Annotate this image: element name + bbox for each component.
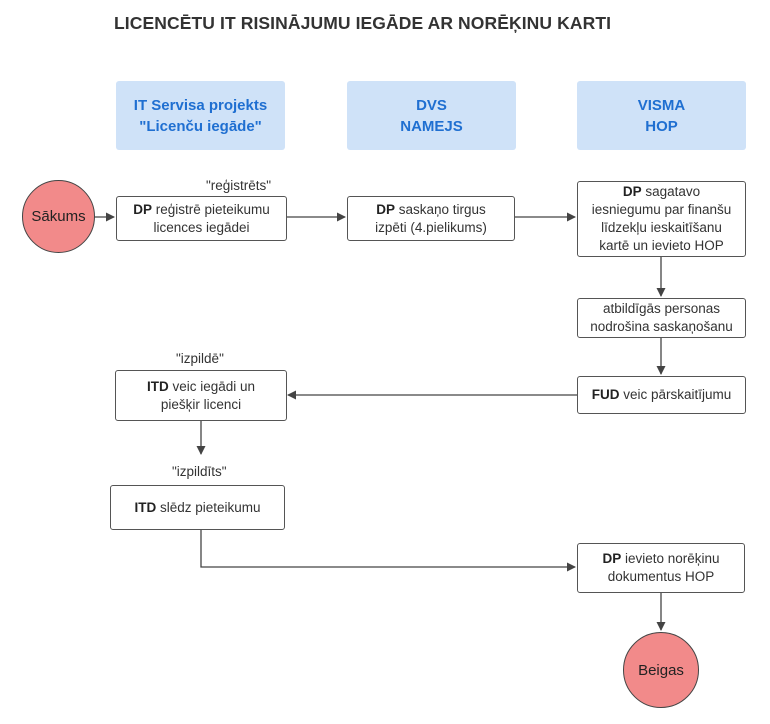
start-node: Sākums (22, 180, 95, 253)
step-text: atbildīgās personas (602, 301, 721, 316)
end-node: Beigas (623, 632, 699, 708)
lane-label-line2: "Licenču iegāde" (139, 117, 262, 135)
lane-visma-hop: VISMA HOP (577, 81, 746, 150)
lane-label-line1: IT Servisa projekts (133, 96, 268, 114)
lane-dvs-namejs: DVS NAMEJS (347, 81, 516, 150)
step-actor: ITD (134, 499, 157, 515)
status-label-izpildits: "izpildīts" (172, 464, 227, 479)
step-text: nodrošina saskaņošanu (590, 319, 733, 334)
step-text: piešķir licenci (160, 396, 242, 412)
step-text: saskaņo tirgus (394, 201, 486, 217)
diagram-title: LICENCĒTU IT RISINĀJUMU IEGĀDE AR NORĒĶI… (114, 13, 612, 33)
step-text: veic pārskaitījumu (619, 387, 732, 402)
step-text: dokumentus HOP (607, 569, 715, 584)
status-label-registrets: "reģistrēts" (206, 178, 272, 193)
step-actor: FUD (591, 387, 620, 402)
step-text: izpēti (4.pielikums) (375, 219, 487, 235)
lane-it-servisa-projekts: IT Servisa projekts "Licenču iegāde" (116, 81, 285, 150)
step-text: veic iegādi un (168, 378, 256, 394)
step-actor: ITD (146, 378, 169, 394)
step-text: sagatavo (641, 184, 701, 199)
lane-label-line1: VISMA (637, 96, 686, 114)
lane-label-line1: DVS (416, 96, 447, 114)
step-text: līdzekļu ieskaitīšanu (601, 220, 722, 235)
step-text: kartē un ievieto HOP (599, 238, 724, 253)
step-purchase: ITD veic iegādi un piešķir licenci (115, 370, 287, 421)
step-text: iesniegumu par finanšu (591, 202, 732, 217)
step-actor: DP (133, 201, 152, 217)
step-text: licences iegādei (153, 219, 250, 235)
step-text: ievieto norēķinu (621, 551, 720, 566)
step-close: ITD slēdz pieteikumu (110, 485, 285, 530)
step-agree: DP saskaņo tirgus izpēti (4.pielikums) (347, 196, 515, 241)
step-transfer: FUD veic pārskaitījumu (577, 376, 746, 414)
step-text: slēdz pieteikumu (156, 499, 261, 515)
step-register: DP reģistrē pieteikumu licences iegādei (116, 196, 287, 241)
step-actor: DP (622, 184, 642, 199)
arrow-close-to-invoice (200, 530, 576, 572)
step-text: reģistrē pieteikumu (151, 201, 270, 217)
lane-label-line2: HOP (645, 117, 678, 135)
status-label-izpilde: "izpildē" (176, 351, 224, 366)
step-invoice: DP ievieto norēķinu dokumentus HOP (577, 543, 745, 593)
step-actor: DP (376, 201, 395, 217)
step-prepare: DP sagatavo iesniegumu par finanšu līdze… (577, 181, 746, 257)
step-actor: DP (602, 551, 622, 566)
lane-label-line2: NAMEJS (400, 117, 463, 135)
step-responsible: atbildīgās personas nodrošina saskaņošan… (577, 298, 746, 338)
